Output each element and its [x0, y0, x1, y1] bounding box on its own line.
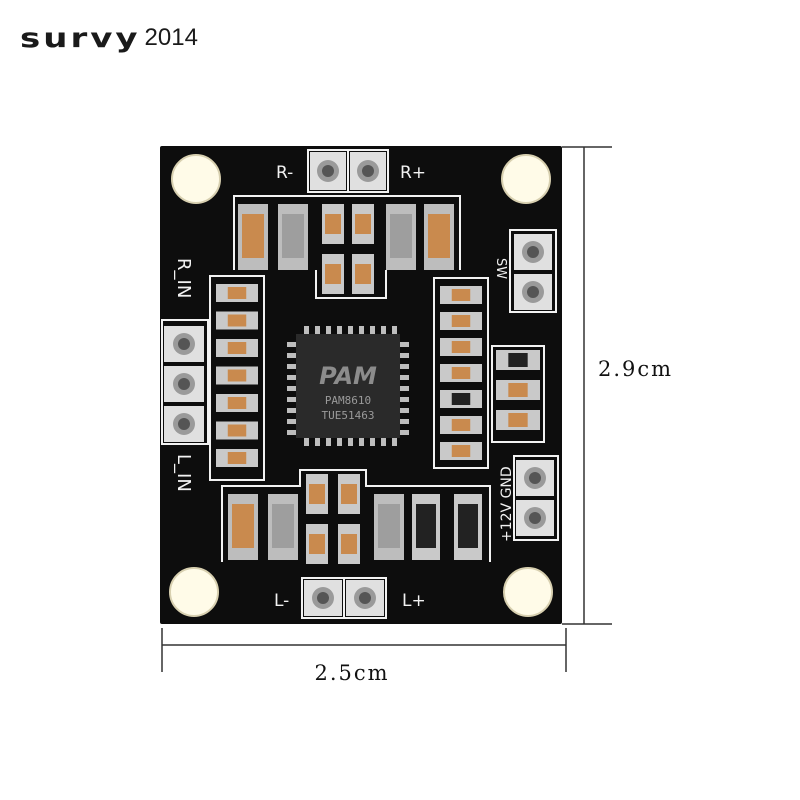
chip-logo: PAM — [319, 362, 377, 390]
smd-component — [216, 311, 258, 330]
pin-l-plus — [346, 580, 384, 616]
pin-12v-power — [516, 500, 554, 536]
amplifier-chip — [287, 326, 409, 446]
capacitor — [228, 494, 258, 560]
header-pins — [164, 152, 554, 616]
smd-component — [496, 380, 540, 400]
top-components — [238, 204, 454, 294]
smd-component — [440, 442, 482, 460]
pin-r-minus — [310, 152, 346, 190]
mounting-hole-top-left — [171, 154, 221, 204]
diode — [412, 494, 440, 560]
pin-sw-2 — [514, 274, 552, 310]
far-right-smd-column — [496, 350, 540, 430]
pin-sw-1 — [514, 234, 552, 270]
watermark-logo: survy 2014 — [20, 14, 198, 58]
smd-component — [216, 366, 258, 385]
chip-lot-code: TUE51463 — [322, 409, 375, 422]
left-smd-column — [216, 284, 258, 467]
capacitor — [424, 204, 454, 270]
smd-component — [440, 390, 482, 408]
smd-resistor — [306, 474, 328, 514]
chip-part-number: PAM8610 — [325, 394, 371, 407]
label-sw: SW — [493, 258, 508, 279]
smd-resistor — [338, 524, 360, 564]
label-r-minus: R- — [276, 163, 293, 183]
smd-component — [440, 286, 482, 304]
smd-resistor — [338, 474, 360, 514]
smd-resistor — [352, 204, 374, 244]
smd-component — [216, 449, 258, 467]
smd-component — [440, 364, 482, 382]
smd-resistor — [306, 524, 328, 564]
capacitor — [278, 204, 308, 270]
capacitor — [386, 204, 416, 270]
smd-component — [440, 338, 482, 356]
smd-resistor — [322, 254, 344, 294]
width-dimension-label: 2.5cm — [314, 661, 390, 685]
pin-gnd-power — [516, 460, 554, 496]
chip-body — [296, 334, 400, 438]
pin-r-plus — [350, 152, 386, 190]
label-l-plus: L+ — [402, 591, 426, 611]
smd-resistor — [352, 254, 374, 294]
pin-gnd-in — [164, 366, 204, 402]
diode — [454, 494, 482, 560]
capacitor — [374, 494, 404, 560]
pin-r-in — [164, 326, 204, 362]
smd-component — [496, 410, 540, 430]
pin-l-in — [164, 406, 204, 442]
smd-resistor — [322, 204, 344, 244]
brand-logo-text: survy — [20, 22, 141, 54]
capacitor — [238, 204, 268, 270]
smd-component — [216, 284, 258, 302]
brand-year: 2014 — [144, 24, 198, 51]
right-smd-column — [440, 286, 482, 460]
height-dimension-line — [562, 146, 612, 625]
smd-component — [216, 339, 258, 357]
height-dimension-label: 2.9cm — [598, 357, 674, 381]
bottom-components — [228, 474, 482, 564]
width-dimension-line — [161, 628, 567, 672]
smd-component — [440, 416, 482, 434]
capacitor — [268, 494, 298, 560]
smd-component — [440, 312, 482, 330]
mounting-holes — [169, 154, 553, 617]
label-l-minus: L- — [274, 591, 289, 611]
smd-component — [216, 394, 258, 412]
silkscreen-outlines — [161, 149, 559, 619]
smd-component — [496, 350, 540, 370]
mounting-hole-bottom-left — [169, 567, 219, 617]
smd-component — [216, 421, 258, 440]
mounting-hole-top-right — [501, 154, 551, 204]
label-r-in: R_IN — [173, 258, 194, 298]
pin-l-minus — [304, 580, 342, 616]
mounting-hole-bottom-right — [503, 567, 553, 617]
label-l-in: L_IN — [173, 454, 194, 492]
label-r-plus: R+ — [400, 163, 426, 183]
label-power: +12V GND — [499, 466, 515, 542]
